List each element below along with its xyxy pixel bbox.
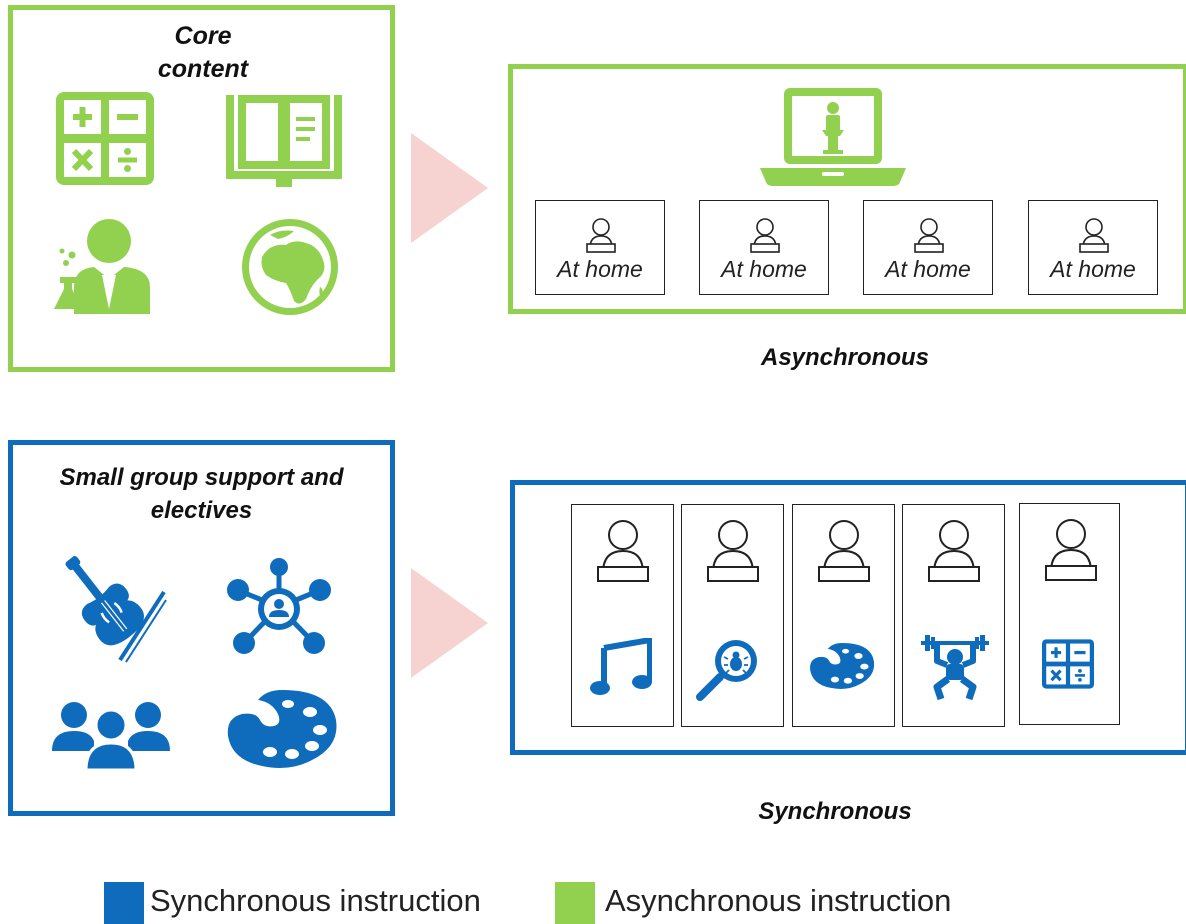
legend-swatch-sync	[104, 882, 144, 924]
person-desk-icon	[597, 520, 649, 582]
book-icon	[226, 95, 342, 187]
person-desk-icon	[1045, 519, 1097, 581]
arrow-to-async	[411, 133, 488, 243]
sync-column	[681, 504, 784, 727]
at-home-cell: At home	[699, 200, 829, 295]
at-home-label: At home	[721, 256, 807, 282]
sync-caption: Synchronous	[758, 798, 912, 825]
at-home-cell: At home	[863, 200, 993, 295]
group-icon	[52, 702, 170, 770]
person-desk-icon	[818, 520, 870, 582]
legend-label-async: Asynchronous instruction	[605, 883, 952, 918]
bug-search-icon	[696, 640, 757, 701]
legend-swatch-async	[555, 882, 595, 924]
core-content-box	[8, 5, 395, 372]
async-panel	[508, 64, 1186, 314]
sync-column	[902, 504, 1005, 727]
at-home-label: At home	[557, 256, 643, 282]
palette-icon	[810, 643, 875, 689]
person-desk-icon	[928, 520, 980, 582]
calculator-icon	[56, 92, 154, 185]
sync-column	[1019, 503, 1120, 725]
person-desk-icon	[707, 520, 759, 582]
at-home-cell: At home	[1028, 200, 1158, 295]
async-caption: Asynchronous	[760, 344, 930, 371]
violin-icon	[65, 556, 167, 663]
person-desk-icon	[1079, 218, 1109, 253]
laptop-presenter-icon	[760, 88, 906, 186]
music-note-icon	[590, 638, 652, 695]
person-desk-icon	[750, 218, 780, 253]
core-content-title: Core content	[157, 22, 249, 83]
palette-icon	[227, 690, 337, 768]
globe-icon	[242, 219, 338, 315]
small-group-box	[8, 440, 395, 816]
network-hub-icon	[227, 558, 331, 654]
sync-column	[571, 504, 674, 727]
at-home-label: At home	[1050, 256, 1136, 282]
sync-column	[792, 504, 895, 727]
person-desk-icon	[586, 218, 616, 253]
arrow-to-sync	[411, 568, 488, 678]
weightlifter-icon	[921, 635, 989, 701]
at-home-label: At home	[885, 256, 971, 282]
scientist-icon	[54, 219, 150, 314]
at-home-cell: At home	[535, 200, 665, 295]
small-group-title: Small group support and electives	[59, 464, 344, 524]
person-desk-icon	[914, 218, 944, 253]
legend-label-sync: Synchronous instruction	[150, 883, 481, 918]
calculator-icon	[1042, 639, 1094, 689]
